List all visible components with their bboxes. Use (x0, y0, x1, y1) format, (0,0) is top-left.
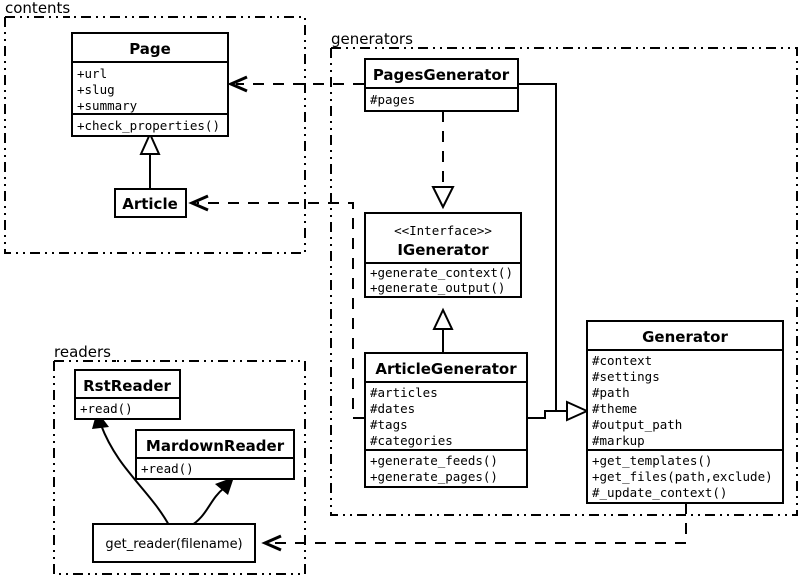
class-igenerator-method: +generate_context() (370, 265, 513, 280)
class-page-attribute: +url (77, 66, 107, 81)
class-generator-attribute: #settings (592, 369, 660, 384)
relationship-articlegen-depends-article (188, 194, 364, 419)
class-rstreader-frame (74, 369, 181, 420)
class-box-article-generator[interactable]: ArticleGenerator #articles #dates #tags … (364, 352, 528, 488)
class-articlegenerator-title: ArticleGenerator (375, 360, 517, 378)
class-articlegenerator-attribute: #dates (370, 401, 415, 416)
class-articlegenerator-method: +generate_feeds() (370, 453, 498, 468)
dependency-arrowhead (188, 194, 209, 212)
class-box-igenerator[interactable]: <<Interface>> IGenerator +generate_conte… (364, 212, 522, 298)
package-contents-label: contents (5, 0, 70, 17)
relationship-articlegen-inherits-igenerator (432, 307, 454, 353)
class-box-mardown-reader[interactable]: MardownReader +read() (135, 429, 295, 480)
class-box-generator[interactable]: Generator #context #settings #path #them… (586, 320, 784, 504)
package-readers-label: readers (54, 343, 111, 361)
class-page-attribute: +slug (77, 82, 115, 97)
class-generator-attribute: #markup (592, 433, 645, 448)
relationship-pagesgen-depends-page (227, 75, 364, 93)
class-articlegenerator-attribute: #articles (370, 385, 438, 400)
class-generator-attribute: #path (592, 385, 630, 400)
relationship-getreader-returns-mdreader (188, 477, 234, 528)
class-generator-attribute: #context (592, 353, 652, 368)
class-mardownreader-title: MardownReader (146, 437, 285, 455)
class-generator-attribute: #output_path (592, 417, 682, 432)
generalization-arrowhead (139, 131, 161, 155)
relationship-generator-depends-getreader (261, 503, 687, 552)
class-articlegenerator-attribute: #categories (370, 433, 453, 448)
class-generator-method: +get_templates() (592, 453, 712, 468)
realization-arrowhead (431, 186, 455, 210)
relationship-article-inherits-page (139, 131, 161, 190)
dependency-arrowhead (261, 534, 282, 552)
function-getreader-label: get_reader(filename) (105, 537, 242, 552)
class-pagesgenerator-title: PagesGenerator (373, 66, 510, 84)
class-igenerator-frame (364, 212, 522, 298)
class-page-frame (71, 32, 229, 137)
class-mardownreader-method: +read() (141, 461, 194, 476)
class-pagesgenerator-attribute: #pages (370, 92, 415, 107)
relationship-pagesgen-realizes-igenerator (431, 111, 455, 210)
package-readers[interactable]: readers (53, 343, 306, 575)
relationship-articlegen-inherits-generator (527, 400, 590, 422)
class-box-page[interactable]: Page +url +slug +summary +check_properti… (71, 32, 229, 137)
package-generators-label: generators (331, 30, 413, 48)
class-articlegenerator-attribute: #tags (370, 417, 408, 432)
generalization-arrowhead (566, 400, 590, 422)
class-generator-title: Generator (642, 328, 728, 346)
class-igenerator-method: +generate_output() (370, 280, 505, 295)
class-box-pages-generator[interactable]: PagesGenerator #pages (364, 58, 519, 112)
class-pagesgenerator-frame (364, 58, 519, 112)
function-box-get-reader[interactable]: get_reader(filename) (92, 523, 256, 563)
return-arrowhead (215, 477, 234, 495)
generalization-arrowhead (432, 307, 454, 330)
class-rstreader-method: +read() (80, 401, 133, 416)
class-page-title: Page (129, 40, 171, 58)
class-article-title: Article (122, 195, 178, 213)
class-rstreader-title: RstReader (83, 377, 171, 395)
class-generator-frame (586, 320, 784, 504)
class-page-method: +check_properties() (77, 118, 220, 133)
class-generator-attribute: #theme (592, 401, 637, 416)
class-box-article[interactable]: Article (114, 188, 187, 218)
dependency-arrowhead (227, 75, 248, 93)
dependency-line (270, 503, 687, 544)
class-generator-method: #_update_context() (592, 485, 727, 500)
class-articlegenerator-method: +generate_pages() (370, 469, 498, 484)
generalization-line (527, 410, 567, 419)
package-generators-border (330, 47, 798, 516)
return-curve (100, 424, 171, 528)
class-igenerator-stereotype: <<Interface>> (394, 223, 492, 238)
class-mardownreader-frame (135, 429, 295, 480)
class-generator-method: +get_files(path,exclude) (592, 469, 773, 484)
class-articlegenerator-frame (364, 352, 528, 488)
package-contents[interactable]: contents (4, 0, 306, 254)
return-curve (188, 487, 225, 528)
class-article-frame (114, 188, 187, 218)
class-igenerator-title: IGenerator (397, 241, 489, 259)
function-getreader-frame (92, 523, 256, 563)
class-box-rst-reader[interactable]: RstReader +read() (74, 369, 181, 420)
dependency-line (197, 202, 364, 419)
package-generators[interactable]: generators (330, 30, 798, 516)
package-contents-border (4, 16, 306, 254)
class-page-attribute: +summary (77, 98, 138, 113)
package-readers-border (53, 360, 306, 575)
